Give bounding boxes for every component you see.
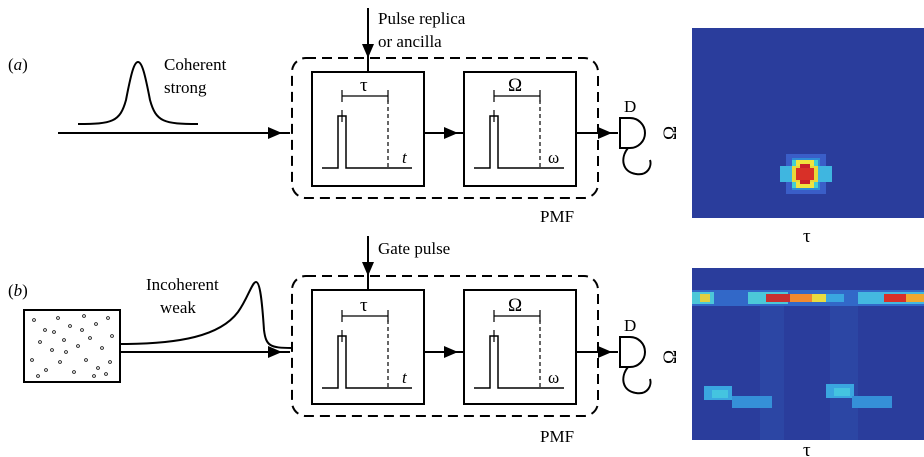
detector-label-a: D <box>624 97 636 116</box>
omega-axis-label-a: ω <box>548 148 559 167</box>
delay-box-a <box>311 71 425 187</box>
shift-box-b <box>463 289 577 405</box>
source-particles <box>30 314 114 378</box>
incoherent-source-box <box>23 309 121 383</box>
coherent-pulse <box>77 60 199 125</box>
delay-box-b <box>311 289 425 405</box>
gate-pulse-label: Gate pulse <box>378 239 450 258</box>
connector-arrow-b <box>444 346 458 358</box>
connector-arrow-a <box>444 127 458 139</box>
input-label-line2-b: weak <box>160 298 196 317</box>
ancilla-label-line1: Pulse replica <box>378 9 466 28</box>
beam-arrow-b <box>268 346 282 358</box>
ancilla-label-line2: or ancilla <box>378 32 442 51</box>
detector-b <box>619 336 646 368</box>
pmf-label-a: PMF <box>540 207 574 226</box>
map-ylabel-b: Ω <box>660 350 681 364</box>
tau-label-a: τ <box>360 75 368 96</box>
shift-box-a <box>463 71 577 187</box>
ancilla-arrow <box>362 44 374 58</box>
detector-a <box>619 117 646 149</box>
map-xlabel-a: τ <box>803 226 811 247</box>
incoherent-pulse <box>119 280 293 349</box>
input-label-line2-a: strong <box>164 78 207 97</box>
omega-shift-label-a: Ω <box>508 75 522 96</box>
panel-tag-b: (b) <box>8 281 28 300</box>
output-arrow-b <box>598 346 612 358</box>
t-axis-label-b: t <box>402 368 408 387</box>
panel-b: (b) Incoherent weak PMF Gate pulse <box>8 236 924 457</box>
panel-tag-a: (a) <box>8 55 28 74</box>
tau-label-b: τ <box>360 295 368 316</box>
heatmap-b <box>692 268 924 440</box>
omega-shift-label-b: Ω <box>508 295 522 316</box>
map-xlabel-b: τ <box>803 440 811 457</box>
pmf-label-b: PMF <box>540 427 574 446</box>
panel-a: (a) Coherent strong PMF Pulse replica or… <box>8 8 924 247</box>
gate-arrow <box>362 262 374 276</box>
heatmap-a <box>692 28 924 218</box>
output-arrow-a <box>598 127 612 139</box>
omega-axis-label-b: ω <box>548 368 559 387</box>
beam-arrow-a <box>268 127 282 139</box>
map-ylabel-a: Ω <box>660 126 681 140</box>
detector-label-b: D <box>624 316 636 335</box>
input-label-line1-b: Incoherent <box>146 275 219 294</box>
t-axis-label-a: t <box>402 148 408 167</box>
input-label-line1-a: Coherent <box>164 55 227 74</box>
